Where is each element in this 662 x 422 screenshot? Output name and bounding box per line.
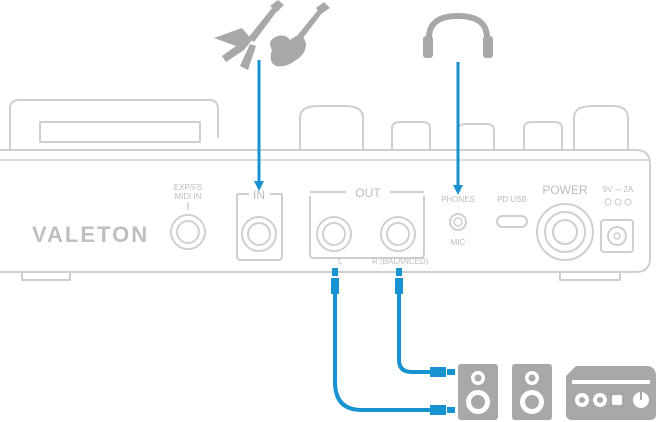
output-label: OUT [355,186,381,200]
usb-port: PD USB [496,195,528,228]
electric-guitar-icon [214,0,284,70]
left-cable [333,294,432,412]
mic-label: MIC [451,238,466,247]
exp-midi-jack: EXP/FS MIDI IN [170,183,206,250]
pedal-unit [0,99,651,281]
power-label: POWER [542,183,588,197]
power-switch: POWER [536,183,594,261]
bass-guitar-icon [270,2,330,67]
studio-monitor-icon [512,364,552,420]
output-jacks: OUT L R (BALANCED) [309,186,429,266]
output-cables [331,268,455,415]
dc-jack: 9V ⎓ 2A [600,185,634,253]
headphones-icon [423,12,493,58]
exp-label: EXP/FS [174,183,202,192]
usb-label: PD USB [497,195,527,204]
input-jack: IN [236,188,283,261]
out-right-label: R (BALANCED) [372,257,429,266]
left-output-plug [331,268,339,294]
out-left-label: L [338,257,343,266]
right-cable [397,294,432,374]
input-label: IN [253,188,265,202]
phones-label: PHONES [441,195,475,204]
dc-label: 9V ⎓ 2A [603,185,634,194]
right-cable-end-plug [430,367,455,377]
brand-logo: VALETON [32,222,149,247]
left-cable-end-plug [430,405,455,415]
polarity-icon [604,198,632,206]
right-output-plug [395,268,403,294]
midi-in-label: MIDI IN [174,192,201,201]
studio-monitor-icon [458,364,498,420]
phones-jack: PHONES MIC [441,195,475,247]
audio-interface-icon [566,366,656,420]
